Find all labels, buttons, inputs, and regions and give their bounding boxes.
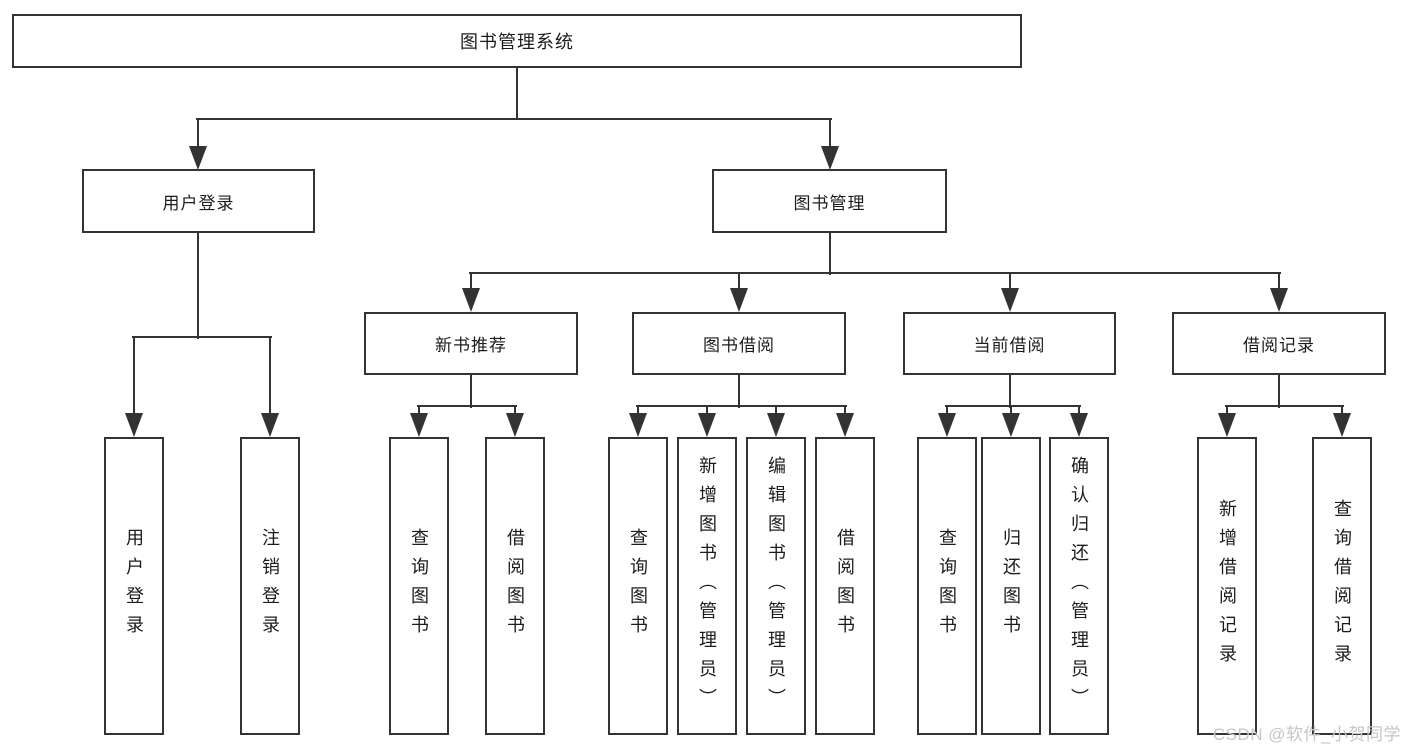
node-label: 查询图书 — [628, 528, 648, 644]
node-leaf-query-books-2: 查询图书 — [608, 437, 668, 735]
node-label: 图书管理 — [793, 193, 866, 213]
node-current-borrowing: 当前借阅 — [903, 312, 1116, 375]
node-label: 用户登录 — [124, 528, 144, 644]
node-label: 查询借阅记录 — [1332, 499, 1352, 673]
node-label: 用户登录 — [162, 193, 235, 213]
node-leaf-add-borrow-record: 新增借阅记录 — [1197, 437, 1257, 735]
node-leaf-query-books-3: 查询图书 — [917, 437, 977, 735]
node-leaf-confirm-return-admin: 确认归还（管理员） — [1049, 437, 1109, 735]
node-user-login: 用户登录 — [82, 169, 315, 233]
node-label: 查询图书 — [937, 528, 957, 644]
node-label: 图书借阅 — [703, 336, 775, 355]
node-label: 借阅记录 — [1243, 336, 1315, 355]
node-label: 编辑图书（管理员） — [766, 455, 786, 717]
node-new-book-recommend: 新书推荐 — [364, 312, 578, 375]
node-label: 新增借阅记录 — [1217, 499, 1237, 673]
node-label: 当前借阅 — [973, 336, 1046, 355]
node-borrowing-records: 借阅记录 — [1172, 312, 1386, 375]
node-label: 新增图书（管理员） — [697, 455, 717, 717]
node-leaf-user-login: 用户登录 — [104, 437, 164, 735]
node-label: 借阅图书 — [505, 528, 525, 644]
node-leaf-query-books: 查询图书 — [389, 437, 449, 735]
node-leaf-return-books: 归还图书 — [981, 437, 1041, 735]
node-leaf-edit-book-admin: 编辑图书（管理员） — [746, 437, 806, 735]
node-leaf-borrow-books-2: 借阅图书 — [815, 437, 875, 735]
node-leaf-add-book-admin: 新增图书（管理员） — [677, 437, 737, 735]
node-label: 确认归还（管理员） — [1069, 455, 1089, 717]
node-label: 注销登录 — [260, 528, 280, 644]
node-book-borrowing: 图书借阅 — [632, 312, 846, 375]
node-leaf-borrow-books: 借阅图书 — [485, 437, 545, 735]
node-leaf-logout: 注销登录 — [240, 437, 300, 735]
node-label: 图书管理系统 — [460, 32, 574, 52]
watermark: CSDN @软件_小贺同学 — [1212, 725, 1401, 744]
node-label: 借阅图书 — [835, 528, 855, 644]
node-label: 新书推荐 — [435, 336, 507, 355]
node-leaf-query-borrow-record: 查询借阅记录 — [1312, 437, 1372, 735]
node-library-system: 图书管理系统 — [12, 14, 1022, 68]
node-label: 查询图书 — [409, 528, 429, 644]
node-label: 归还图书 — [1001, 528, 1021, 644]
node-book-management: 图书管理 — [712, 169, 947, 233]
